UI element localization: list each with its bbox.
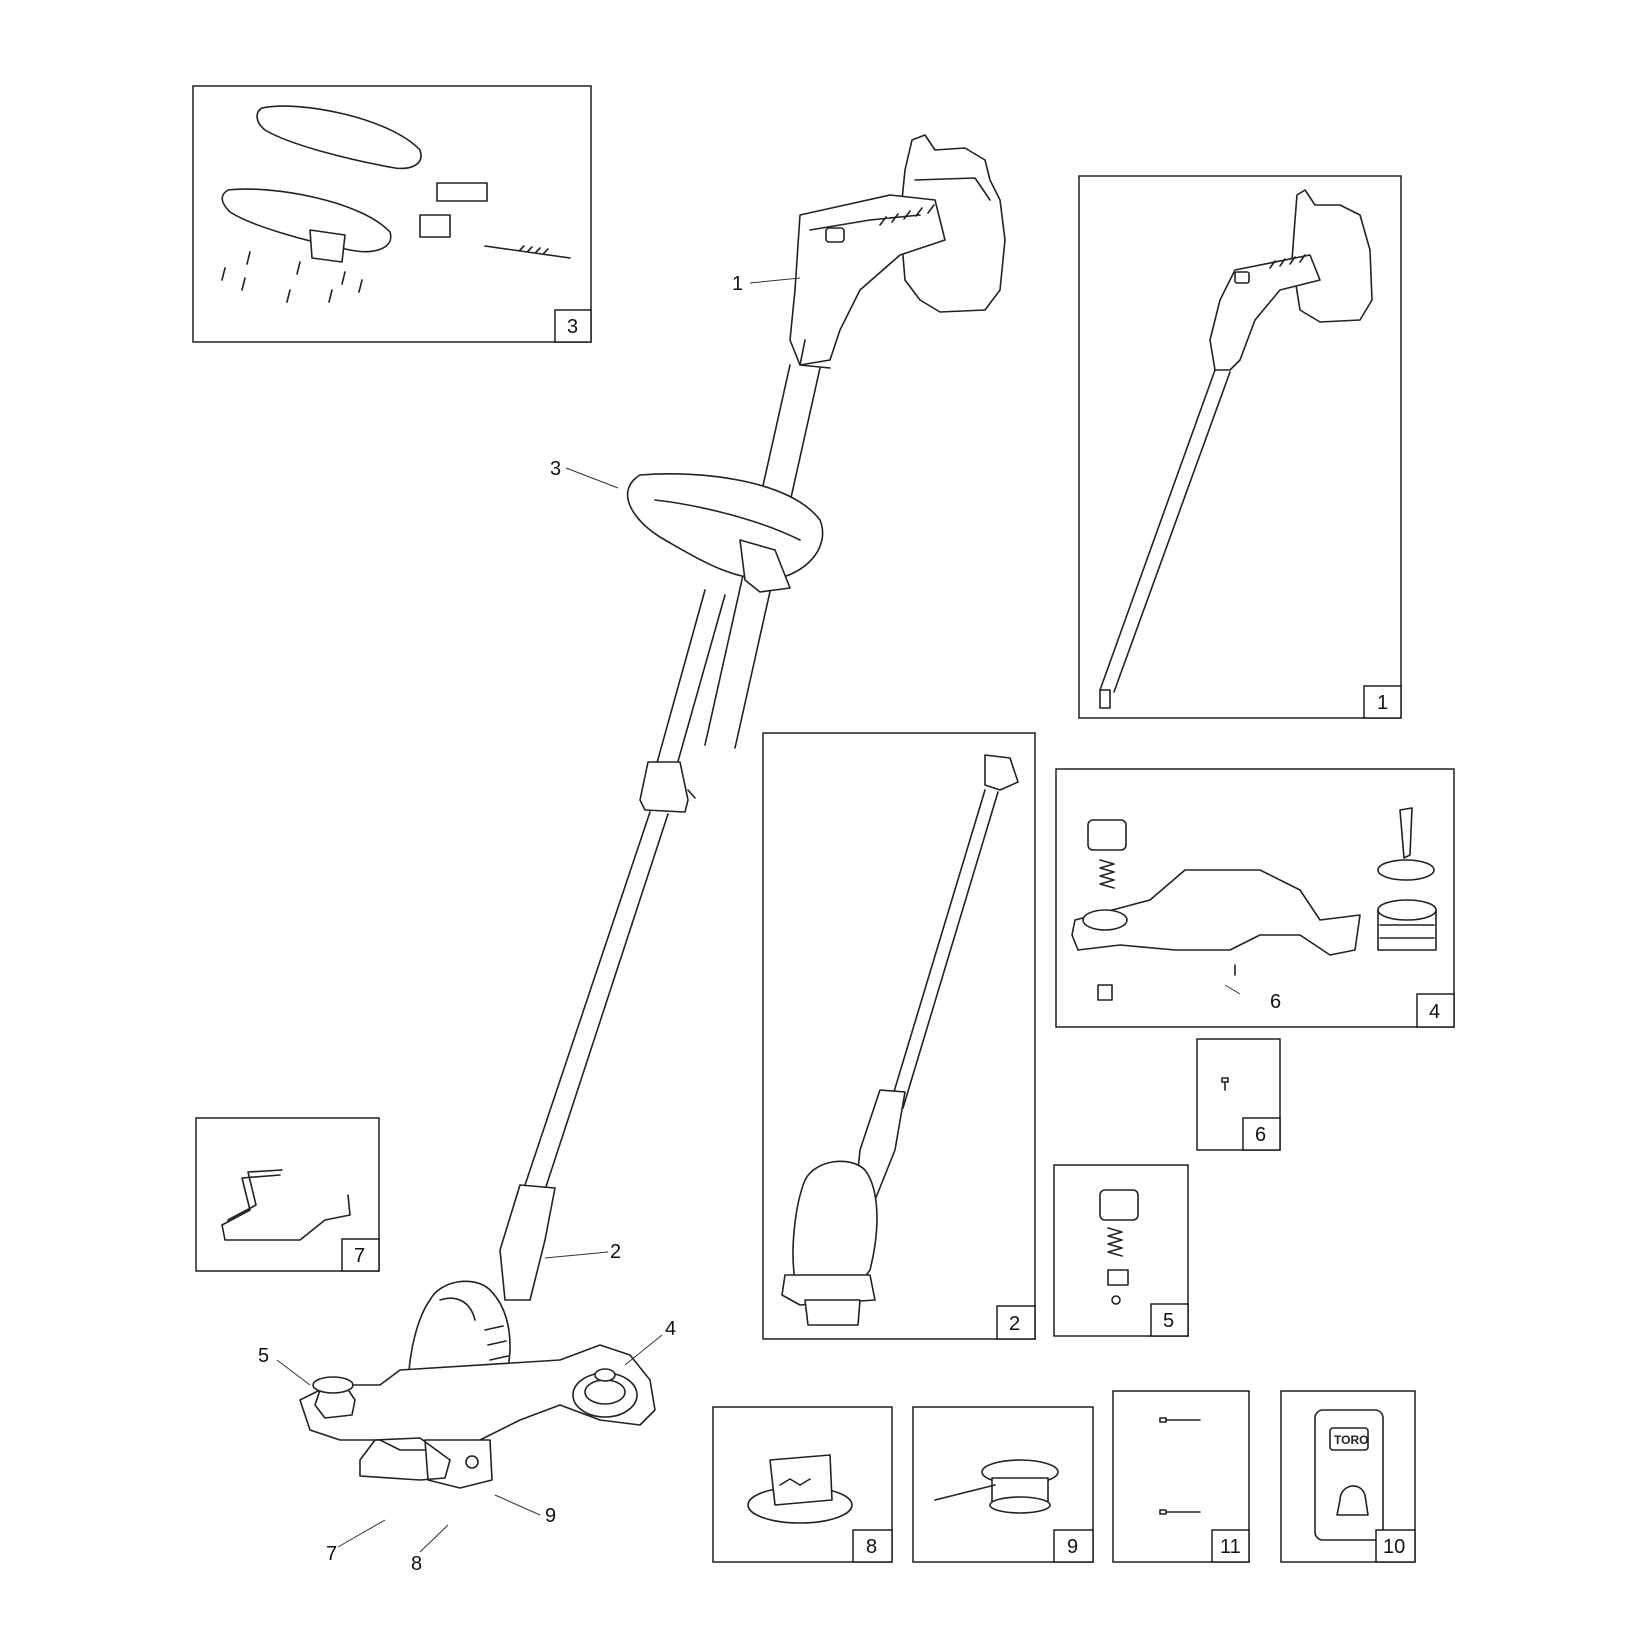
panel-spool-line: 9 bbox=[912, 1406, 1094, 1563]
panel-edge-guide: 7 bbox=[195, 1117, 380, 1272]
callout-7: 7 bbox=[326, 1543, 337, 1565]
panel-guard-assembly: 4 bbox=[1055, 768, 1455, 1028]
callout-labels: 1 3 2 4 5 7 8 9 6 bbox=[258, 273, 1281, 1575]
panel-decal: TORO 10 bbox=[1280, 1390, 1416, 1563]
callout-4: 4 bbox=[665, 1318, 676, 1340]
callout-9: 9 bbox=[545, 1505, 556, 1527]
main-trimmer-illustration bbox=[299, 134, 1006, 1489]
callout-3: 3 bbox=[550, 458, 561, 480]
panel-screw: 6 bbox=[1196, 1038, 1281, 1151]
panel-tag-3: 3 bbox=[567, 316, 578, 338]
panel-shaft-assembly: 2 bbox=[762, 732, 1036, 1340]
panel-tag-4: 4 bbox=[1429, 1001, 1440, 1023]
panel-tag-1: 1 bbox=[1377, 692, 1388, 714]
panel-tag-9: 9 bbox=[1067, 1536, 1078, 1558]
callout-8: 8 bbox=[411, 1553, 422, 1575]
panel-blade-pins: 11 bbox=[1112, 1390, 1250, 1563]
panel-assist-handle-kit: 3 bbox=[192, 85, 592, 343]
callout-2: 2 bbox=[610, 1241, 621, 1263]
panel-tag-10: 10 bbox=[1383, 1536, 1405, 1558]
callout-leaders bbox=[276, 277, 1241, 1553]
panel-tag-6: 6 bbox=[1255, 1124, 1266, 1146]
callout-1: 1 bbox=[732, 273, 743, 295]
callout-6: 6 bbox=[1270, 991, 1281, 1013]
panel-tag-11: 11 bbox=[1220, 1536, 1241, 1558]
panel-spool-cap: 8 bbox=[712, 1406, 893, 1563]
panel-tag-7: 7 bbox=[354, 1245, 365, 1267]
panel-handle-assembly: 1 bbox=[1078, 175, 1402, 719]
panel-knob-kit: 5 bbox=[1053, 1164, 1189, 1337]
callout-5: 5 bbox=[258, 1345, 269, 1367]
decal-logo-text: TORO bbox=[1334, 1433, 1368, 1447]
panel-tag-8: 8 bbox=[866, 1536, 877, 1558]
panel-tag-5: 5 bbox=[1163, 1310, 1174, 1332]
panel-tag-2: 2 bbox=[1009, 1313, 1020, 1335]
